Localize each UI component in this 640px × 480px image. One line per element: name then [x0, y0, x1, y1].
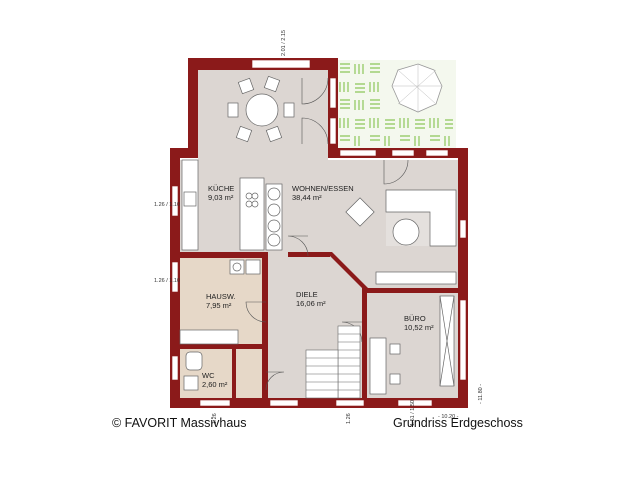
windows: [171, 59, 467, 407]
room-area-wc: 2,60 m²: [202, 380, 228, 389]
room-name-diele: DIELE: [296, 290, 318, 299]
room-area-diele: 16,06 m²: [296, 299, 326, 308]
staircase: [305, 325, 361, 399]
dimension-bottom-window-3: 1.51 / 1.50: [410, 400, 416, 426]
kitchen-counter: [181, 159, 283, 251]
laundry-appliances: [179, 259, 261, 345]
room-name-hausw: HAUSW.: [206, 292, 236, 301]
dimension-bottom-window-1: 1.26: [212, 413, 218, 424]
wc-fixtures: [183, 351, 203, 391]
dimension-bottom-window-2: 1.26: [346, 413, 352, 424]
dimension-left-window-2: 1.26 / 1.10: [154, 278, 180, 284]
doors: [245, 77, 409, 391]
room-area-buero: 10,52 m²: [404, 323, 434, 332]
sofa-icon: [345, 189, 457, 285]
room-name-kueche: KÜCHE: [208, 184, 234, 193]
copyright-caption: © FAVORIT Massivhaus: [112, 416, 247, 430]
desk: [369, 295, 455, 395]
dimension-depth: - 11.80 -: [478, 384, 484, 404]
dimension-top-window: 2.01 / 2.15: [281, 30, 287, 56]
dimension-left-window-1: 1.26 / 1.10: [154, 202, 180, 208]
room-name-wc: WC: [202, 371, 215, 380]
terrace: [336, 60, 456, 152]
room-area-hausw: 7,95 m²: [206, 301, 232, 310]
room-area-kueche: 9,03 m²: [208, 193, 234, 202]
room-name-wohnen: WOHNEN/ESSEN: [292, 184, 354, 193]
plan-title: Grundriss Erdgeschoss: [393, 416, 523, 430]
dining-table: [227, 75, 295, 143]
dimension-width: - 10.20 -: [438, 414, 459, 420]
interior-walls: [180, 252, 460, 400]
room-area-wohnen: 38,44 m²: [292, 193, 322, 202]
room-name-buero: BÜRO: [404, 314, 426, 323]
